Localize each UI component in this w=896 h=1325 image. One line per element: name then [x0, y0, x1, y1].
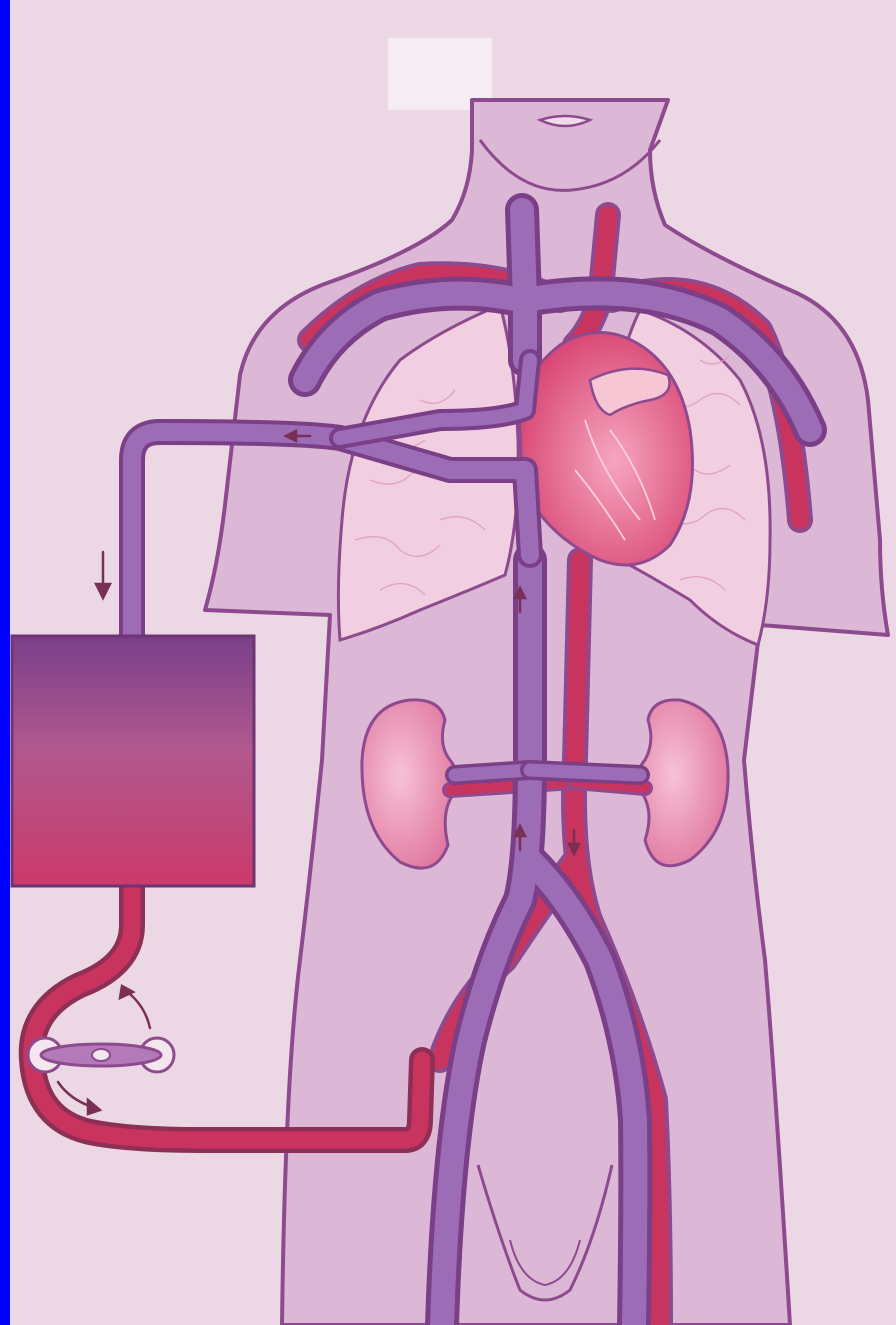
- oxygenator-reservoir: [12, 636, 254, 886]
- roller-pump-icon: [28, 1038, 174, 1072]
